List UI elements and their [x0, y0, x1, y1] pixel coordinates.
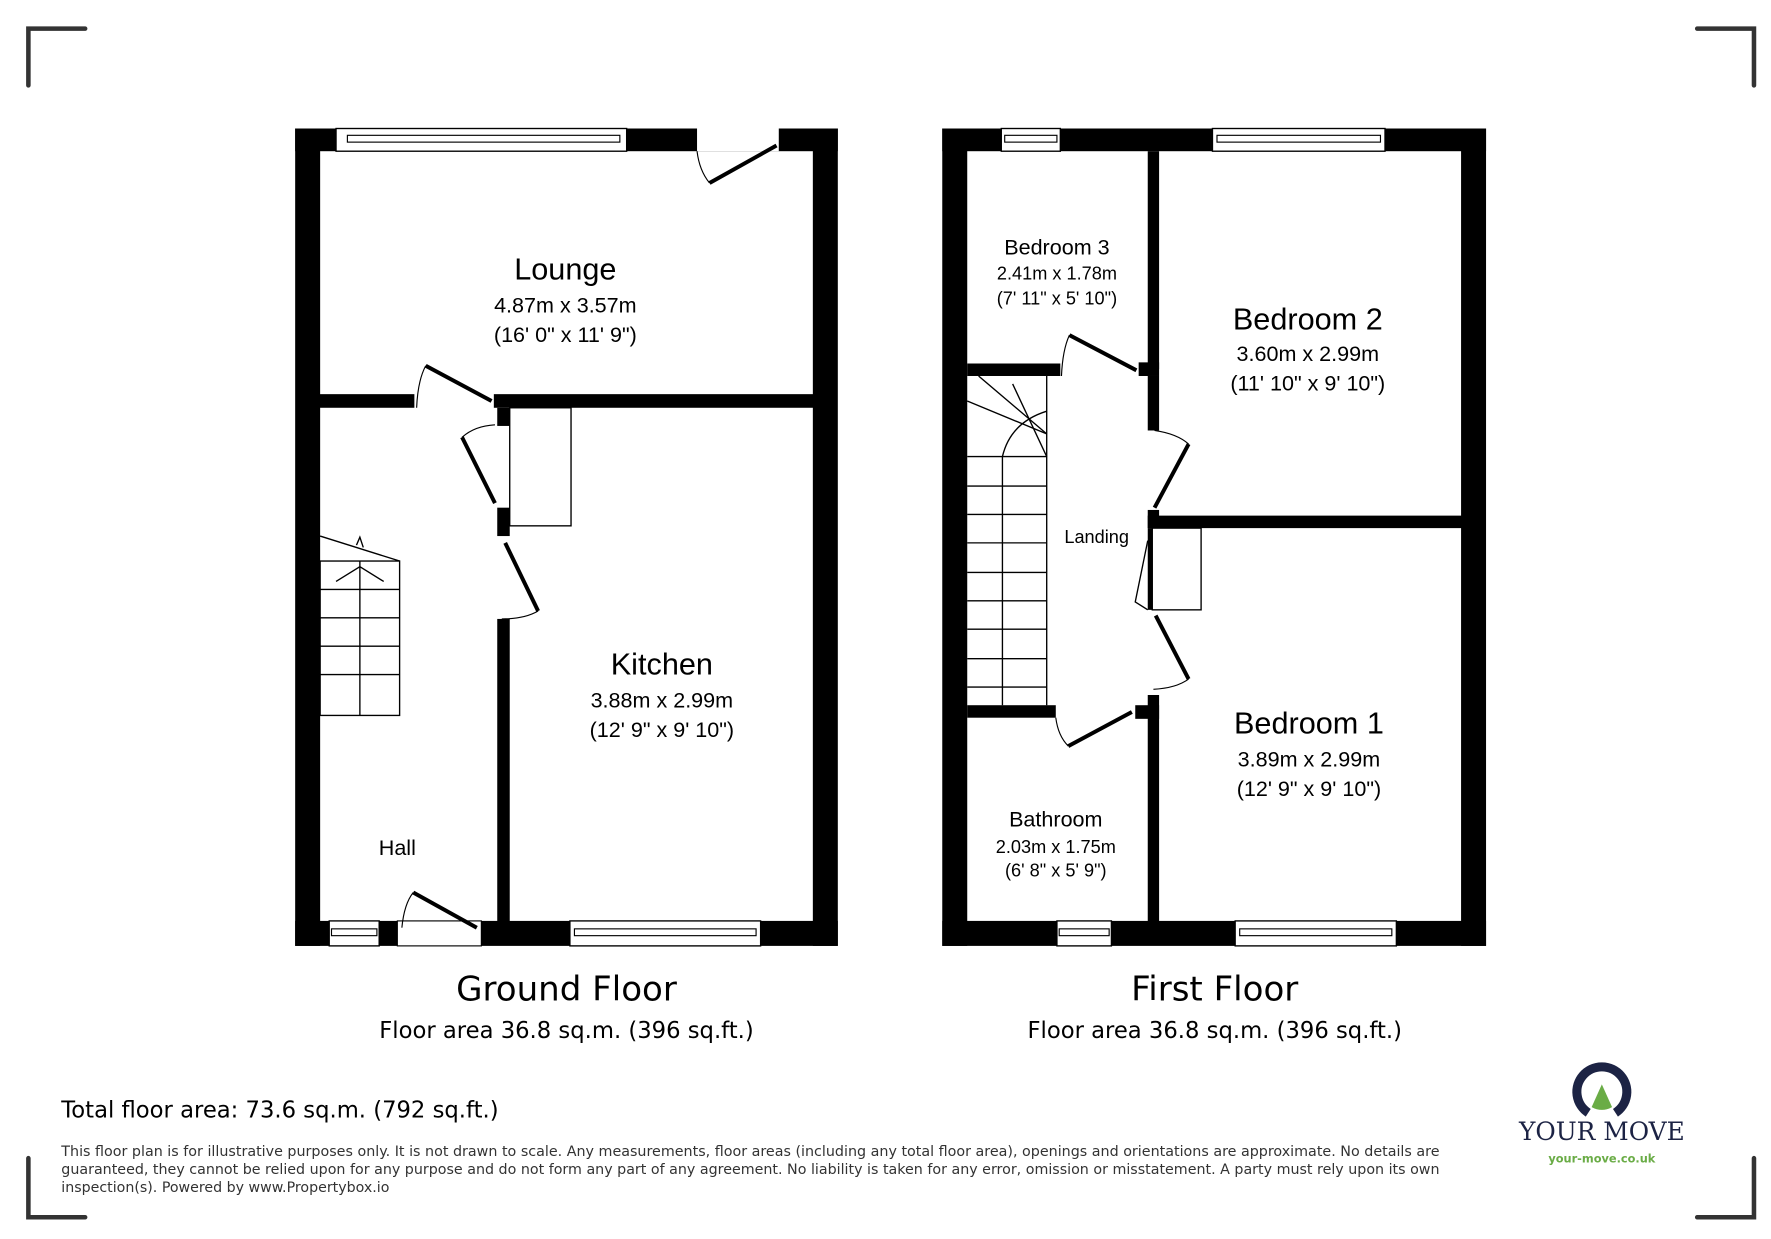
door-cupboard — [460, 407, 572, 527]
door-airing-cupboard — [1134, 527, 1202, 611]
crop-mark-top-right — [1694, 26, 1757, 88]
room-name-lounge: Lounge — [514, 252, 616, 286]
first-floor-title: First Floor — [1131, 969, 1298, 1009]
room-imperial-kitchen: (12' 9" x 9' 10") — [590, 717, 735, 742]
room-metric-bedroom-1: 3.89m x 2.99m — [1238, 747, 1381, 772]
crop-mark-top-left — [26, 26, 88, 88]
door-lounge-external — [696, 128, 779, 185]
room-name-bedroom-3: Bedroom 3 — [1004, 235, 1109, 260]
brand-url: your-move.co.uk — [1548, 1152, 1655, 1166]
location-pin-icon — [1572, 1062, 1632, 1117]
crop-mark-bottom-right — [1694, 1155, 1757, 1220]
window-bedroom-3 — [1000, 127, 1062, 152]
ground-floor-plan: Lounge 4.87m x 3.57m (16' 0" x 11' 9") K… — [295, 127, 838, 1044]
room-metric-bedroom-3: 2.41m x 1.78m — [997, 263, 1117, 283]
first-floor-plan: Bedroom 3 2.41m x 1.78m (7' 11" x 5' 10"… — [942, 127, 1487, 1044]
crop-marks — [26, 26, 1757, 1220]
room-imperial-bedroom-3: (7' 11" x 5' 10") — [997, 288, 1117, 308]
ground-floor-title: Ground Floor — [456, 969, 677, 1009]
room-metric-bathroom: 2.03m x 1.75m — [996, 837, 1116, 857]
brand-name: YOUR MOVE — [1518, 1117, 1685, 1146]
staircase-ground — [319, 535, 401, 717]
total-floor-area: Total floor area: 73.6 sq.m. (792 sq.ft.… — [60, 1097, 498, 1123]
door-bedroom-3 — [1060, 333, 1138, 377]
room-name-bedroom-1: Bedroom 1 — [1234, 707, 1384, 741]
room-name-hall: Hall — [379, 835, 416, 860]
disclaimer-line-2: guaranteed, they cannot be relied upon f… — [61, 1162, 1439, 1178]
room-name-bathroom: Bathroom — [1009, 807, 1102, 832]
door-lounge-hall — [416, 364, 493, 408]
door-front — [396, 890, 482, 947]
crop-mark-bottom-left — [26, 1155, 88, 1220]
room-metric-bedroom-2: 3.60m x 2.99m — [1237, 341, 1380, 366]
door-kitchen — [501, 542, 540, 620]
door-bedroom-1 — [1153, 614, 1191, 690]
first-floor-walls — [942, 128, 1487, 946]
window-bathroom — [1056, 920, 1113, 947]
room-imperial-bedroom-2: (11' 10" x 9' 10") — [1230, 371, 1385, 396]
room-name-bedroom-2: Bedroom 2 — [1233, 302, 1383, 336]
room-metric-kitchen: 3.88m x 2.99m — [591, 687, 734, 712]
room-imperial-lounge: (16' 0" x 11' 9") — [494, 322, 637, 347]
room-imperial-bathroom: (6' 8" x 5' 9") — [1005, 861, 1107, 881]
window-lounge — [335, 127, 628, 152]
room-imperial-bedroom-1: (12' 9" x 9' 10") — [1237, 776, 1382, 801]
room-name-kitchen: Kitchen — [611, 648, 713, 682]
disclaimer-line-3: inspection(s). Powered by www.Propertybo… — [61, 1180, 389, 1196]
ground-floor-walls — [295, 128, 838, 946]
first-floor-area: Floor area 36.8 sq.m. (396 sq.ft.) — [1027, 1018, 1402, 1044]
staircase-first — [966, 375, 1048, 706]
door-bedroom-2 — [1152, 429, 1191, 509]
brand-logo: YOUR MOVE your-move.co.uk — [1518, 1062, 1685, 1166]
window-bedroom-1 — [1234, 920, 1398, 947]
disclaimer-line-1: This floor plan is for illustrative purp… — [60, 1144, 1439, 1160]
room-name-landing: Landing — [1064, 527, 1129, 547]
disclaimer: This floor plan is for illustrative purp… — [60, 1144, 1439, 1196]
room-metric-lounge: 4.87m x 3.57m — [494, 292, 637, 317]
window-hall — [328, 920, 380, 947]
window-bedroom-2 — [1211, 127, 1386, 152]
door-bathroom — [1055, 710, 1133, 748]
window-kitchen — [569, 920, 762, 947]
ground-floor-area: Floor area 36.8 sq.m. (396 sq.ft.) — [379, 1018, 754, 1044]
